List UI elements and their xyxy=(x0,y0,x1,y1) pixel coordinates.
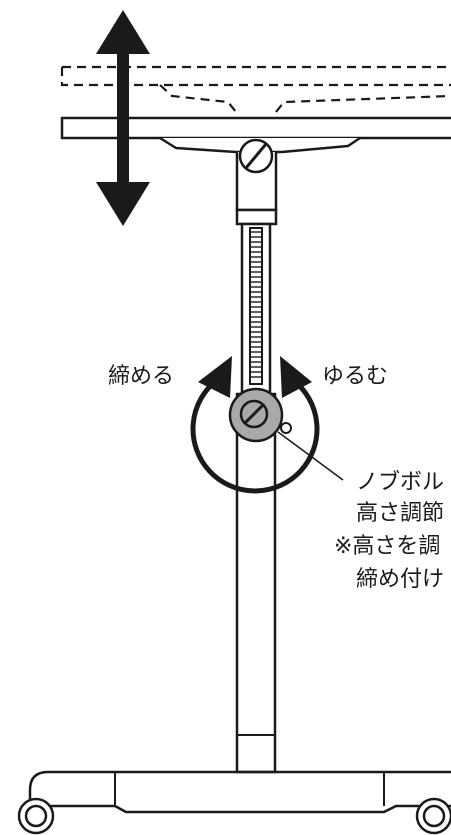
base-frame xyxy=(28,770,451,814)
loosen-label: ゆるむ xyxy=(322,364,388,389)
rotation-arc xyxy=(190,378,320,494)
knob-bolt-icon xyxy=(228,387,292,443)
callout-leader xyxy=(277,431,344,481)
housing-collar xyxy=(235,208,278,226)
rack-strip xyxy=(249,227,263,385)
tighten-arrow-icon xyxy=(198,356,232,398)
height-arrow-icon xyxy=(96,10,150,226)
loosen-arrow-icon xyxy=(280,356,312,398)
rack-teeth xyxy=(250,231,262,378)
tighten-label: 締める xyxy=(108,364,174,389)
callout-line-2: 高さ調節 xyxy=(356,501,444,526)
caster-left-icon xyxy=(17,797,55,835)
callout-line-4: 締め付け xyxy=(356,567,444,592)
outer-column xyxy=(235,392,277,774)
caster-right-icon xyxy=(415,797,451,835)
callout-line-3: ※高さを調 xyxy=(334,534,440,559)
top-screw-icon xyxy=(238,138,274,174)
callout-line-1: ノブボル xyxy=(356,470,444,495)
inner-column xyxy=(240,222,272,396)
